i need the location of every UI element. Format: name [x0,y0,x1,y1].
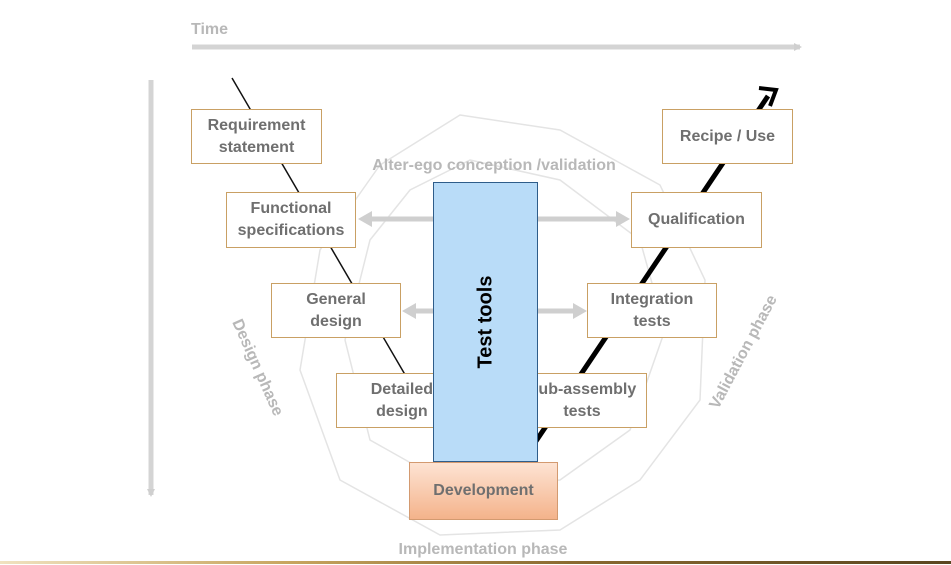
test-tools-label: Test tools [474,275,496,369]
recipe-use-box: Recipe / Use [662,109,793,164]
box-line: tests [563,402,601,420]
box-line: Functional [250,200,332,217]
implementation-phase-label: Implementation phase [399,541,568,558]
validation-arrowhead [758,86,779,107]
box-line: Requirement [207,116,306,134]
box-line: General [306,290,366,308]
bottom-rule [0,561,951,564]
validation-phase-label: Validation phase [707,292,781,412]
box-line: Integration [610,290,694,308]
box-line: Qualification [648,211,745,228]
time-axis-label: Time [191,21,228,38]
box-line: design [376,402,428,420]
box-line: design [310,312,362,330]
development-label: Development [433,482,534,499]
box-line: specifications [237,222,345,239]
box-line: Recipe / Use [679,127,776,145]
qualification-box: Qualification [631,192,762,248]
box-line: Sub-assembly [527,380,637,398]
box-line: Detailed [370,380,433,398]
box-line: tests [633,312,671,330]
correspondence-arrows [358,211,630,319]
requirement-statement-box: Requirement statement [191,109,322,164]
functional-specifications-box: Functional specifications [226,192,356,248]
test-tools-bar: Test tools [433,182,538,462]
alter-ego-label: Alter-ego conception /validation [372,157,616,174]
development-box: Development [409,462,558,520]
general-design-box: General design [271,283,401,338]
box-line: statement [218,138,295,156]
integration-tests-box: Integration tests [587,283,717,338]
